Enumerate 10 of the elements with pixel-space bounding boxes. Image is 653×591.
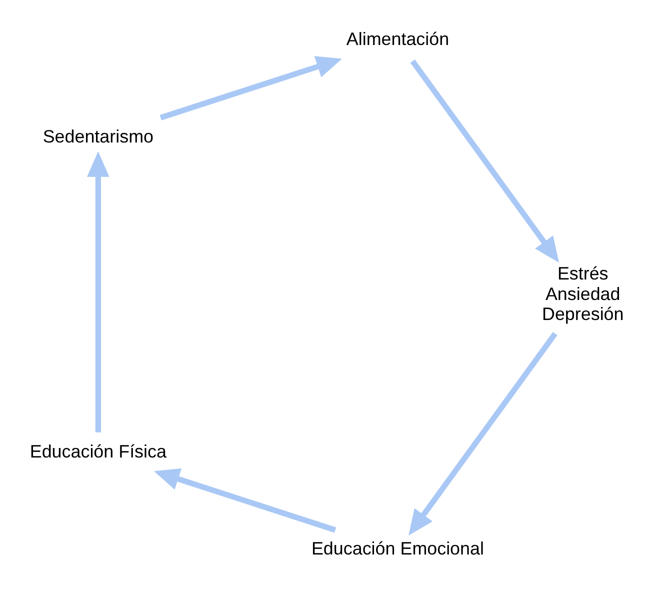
node-text: Educación Física [30,441,166,462]
arrow [87,151,110,432]
node-text: Educación Emocional [311,538,484,559]
arrow [160,56,342,120]
node-text: Sedentarismo [42,126,154,146]
arrow [408,332,558,536]
arrow [410,59,560,263]
node-text: Alimentación [346,28,450,49]
node-text: Estrés Ansiedad Depresión [542,264,624,324]
arrow [154,468,336,533]
